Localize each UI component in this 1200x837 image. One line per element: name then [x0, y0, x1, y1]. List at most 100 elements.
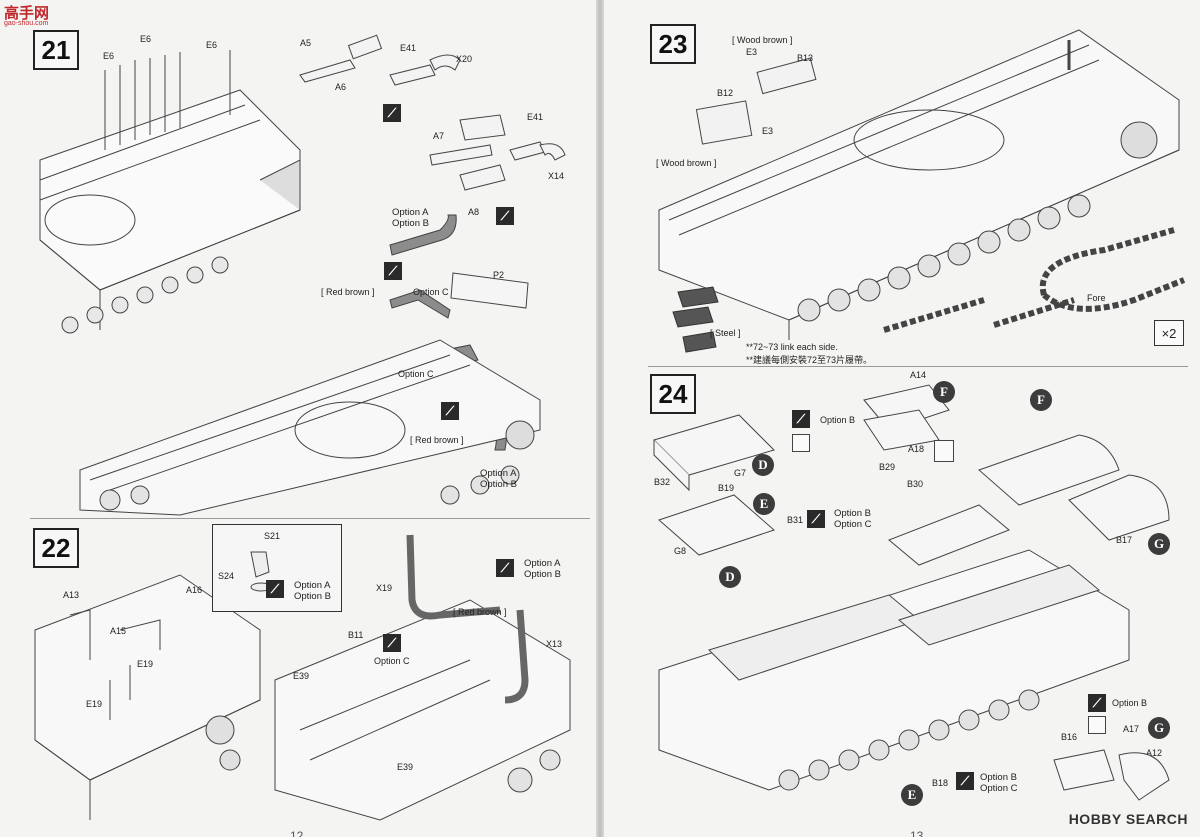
part-label-e39-1: E39 [293, 671, 310, 681]
option-c-label: Option C [834, 519, 872, 530]
wood-brown-label-2: [ Wood brown ] [656, 158, 717, 168]
part-label-b16: B16 [1061, 732, 1078, 742]
step-22-right-hull-drawing [274, 534, 571, 821]
left-page: 高手网 gao-shou.com 21 E6 E6 E6 A5 E41 X20 … [0, 0, 596, 837]
option-b-label: Option B [480, 479, 517, 490]
detail-box-2 [934, 440, 954, 462]
step-21-lower-hull-drawing [79, 339, 541, 516]
part-label-b11: B11 [348, 630, 364, 640]
option-a-label: Option A [294, 580, 331, 591]
option-a-label: Option A [392, 207, 429, 218]
part-label-x14: X14 [548, 171, 565, 181]
part-label-a12: A12 [1146, 748, 1163, 758]
option-b-label-2: Option B [1112, 698, 1148, 708]
part-label-a14: A14 [910, 370, 927, 380]
part-label-b17: B17 [1116, 535, 1133, 545]
option-b-label-1: Option B [820, 415, 856, 425]
exhaust-parts-drawing-2 [429, 114, 566, 191]
glue-icon-3: ⟋ [384, 262, 402, 280]
step-24-tank-drawing [658, 549, 1130, 791]
step-21-number: 21 [33, 30, 79, 70]
part-label-a5: A5 [300, 38, 312, 48]
part-label-e39-2: E39 [397, 762, 414, 772]
part-label-e6-2: E6 [140, 34, 152, 44]
part-label-a6: A6 [335, 82, 347, 92]
step-22-inset [212, 524, 342, 612]
part-label-x20: X20 [456, 54, 473, 64]
book-gutter [596, 0, 604, 837]
option-c-label-3: Option C [374, 656, 410, 666]
part-label-e3-1: E3 [746, 47, 758, 57]
detail-box-3 [1088, 716, 1106, 734]
callout-circle-d-1: D [752, 454, 774, 476]
watermark-logo: 高手网 [4, 5, 50, 22]
option-a-label: Option A [524, 558, 561, 569]
part-label-b30: B30 [907, 479, 924, 489]
multiplier-box: ×2 [1154, 320, 1184, 346]
part-label-e19-1: E19 [137, 659, 154, 669]
part-label-g7: G7 [734, 468, 747, 478]
red-brown-label-1: [ Red brown ] [321, 287, 375, 297]
glue-icon-4: ⟋ [441, 402, 459, 420]
part-label-e41-2: E41 [527, 112, 544, 122]
hobby-search-logo: HOBBY SEARCH [1068, 811, 1188, 827]
part-label-b19: B19 [718, 483, 735, 493]
part-label-b32: B32 [654, 477, 671, 487]
part-label-g8: G8 [674, 546, 687, 556]
part-label-a17: A17 [1123, 724, 1140, 734]
detail-box-1 [792, 434, 810, 452]
step-24-number: 24 [650, 374, 696, 414]
step-divider [30, 518, 590, 519]
glue-icon-6: ⟋ [496, 559, 514, 577]
step-22-right-options: Option A Option B [524, 558, 561, 580]
step-23-tank-drawing [658, 29, 1180, 340]
option-b-label: Option B [980, 772, 1017, 783]
track-note-en: **72~73 link each side. [746, 342, 838, 352]
part-label-a18: A18 [908, 444, 925, 454]
part-label-e41-1: E41 [400, 43, 417, 53]
step-24-fender-parts-drawing [653, 384, 1170, 566]
option-bc-1: Option B Option C [834, 508, 872, 530]
part-label-a8: A8 [468, 207, 480, 217]
track-note-zh: **建議每側安裝72至73片履帶。 [746, 355, 873, 365]
option-b-label: Option B [524, 569, 561, 580]
part-label-a13: A13 [63, 590, 80, 600]
steel-label: [ Steel ] [710, 328, 741, 338]
option-c-label: Option C [980, 783, 1018, 794]
part-label-a7: A7 [433, 131, 445, 141]
part-label-a15: A15 [110, 626, 127, 636]
callout-circle-f-1: F [933, 381, 955, 403]
part-label-b13: B13 [797, 53, 814, 63]
part-label-p2: P2 [493, 270, 505, 280]
callout-circle-f-2: F [1030, 389, 1052, 411]
callout-circle-e-2: E [901, 784, 923, 806]
glue-icon-11: ⟋ [956, 772, 974, 790]
option-c-label-2: Option C [398, 369, 434, 379]
glue-icon-1: ⟋ [383, 104, 401, 122]
page-number-left: 12 [290, 829, 304, 837]
part-label-b29: B29 [879, 462, 896, 472]
part-label-x19: X19 [376, 583, 393, 593]
callout-circle-g-2: G [1148, 717, 1170, 739]
part-label-a16: A16 [186, 585, 203, 595]
part-label-s24: S24 [218, 571, 235, 581]
option-ab-top: Option A Option B [392, 207, 429, 229]
callout-circle-d-2: D [719, 566, 741, 588]
part-label-e6-1: E6 [103, 51, 115, 61]
track-run-drawing [883, 227, 1186, 333]
option-ab-bottom: Option A Option B [480, 468, 517, 490]
option-b-label: Option B [392, 218, 429, 229]
page-number-right: 13 [910, 829, 924, 837]
red-brown-label-2: [ Red brown ] [410, 435, 464, 445]
option-a-label: Option A [480, 468, 517, 479]
glue-icon-8: ⟋ [792, 410, 810, 428]
glue-icon-9: ⟋ [807, 510, 825, 528]
option-b-label: Option B [294, 591, 331, 602]
glue-icon-7: ⟋ [383, 634, 401, 652]
part-p2-drawing [450, 272, 529, 309]
callout-circle-g-1: G [1148, 533, 1170, 555]
option-b-label: Option B [834, 508, 871, 519]
right-page: 23 [ Wood brown ] E3 B13 B12 E3 [ Wood b… [604, 0, 1200, 837]
step-divider-right [648, 366, 1188, 367]
part-label-b18: B18 [932, 778, 949, 788]
